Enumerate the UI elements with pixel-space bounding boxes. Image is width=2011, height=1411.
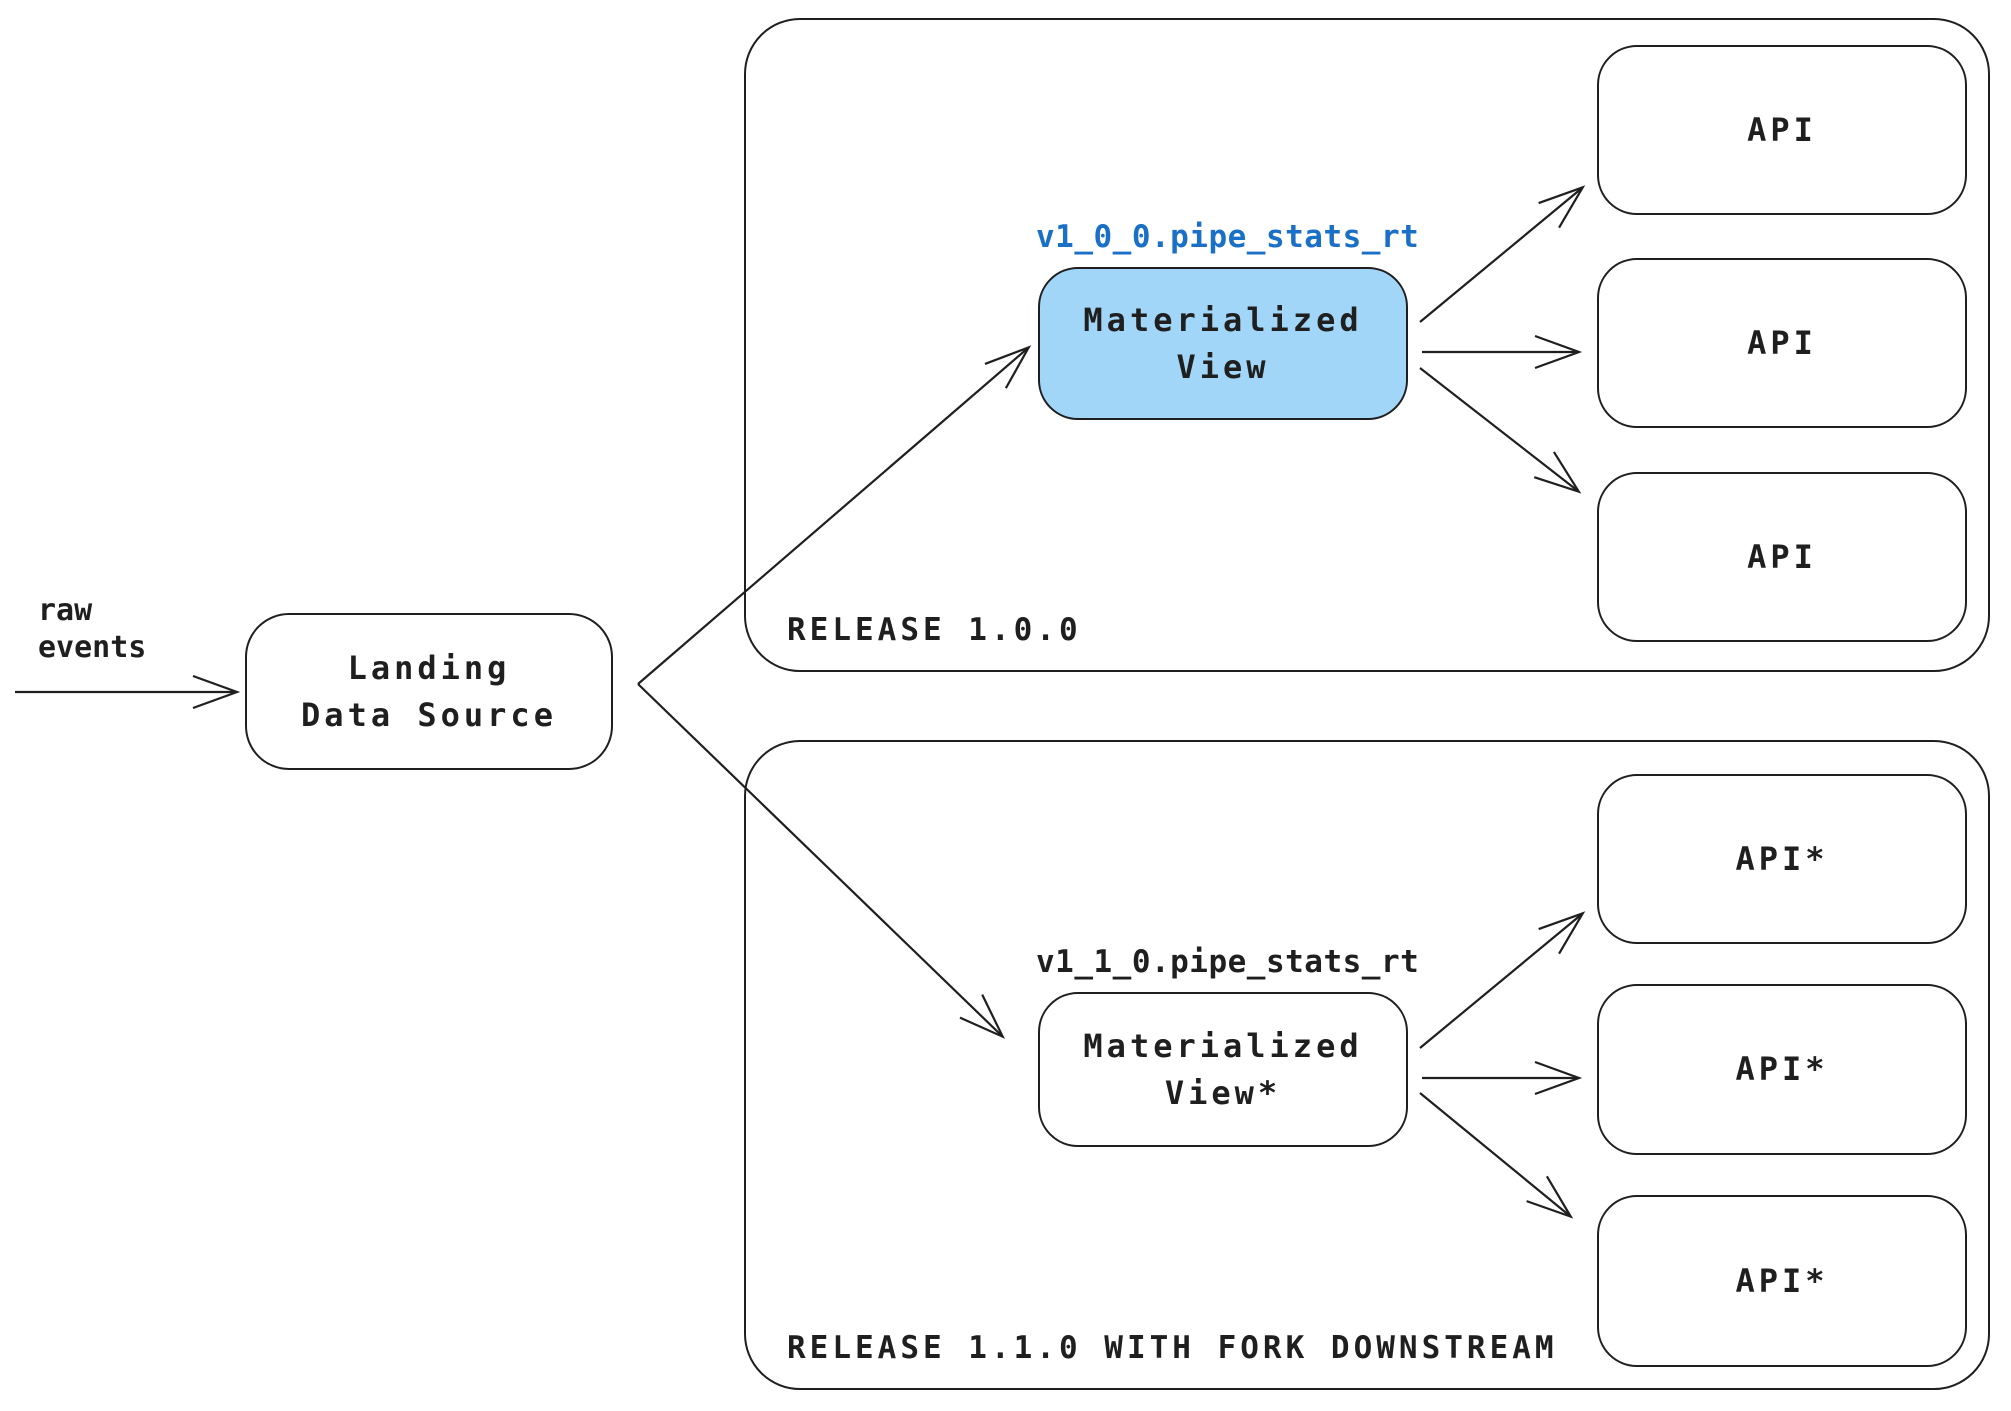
materialized-view-node-v1-1-0: Materialized View*: [1038, 992, 1408, 1147]
api-node-1-release-1: API: [1597, 45, 1967, 215]
api-label: API: [1747, 323, 1817, 362]
api-label: API: [1747, 110, 1817, 149]
arrow-view1-to-api-1: [1419, 185, 1586, 323]
landing-data-source-label: Landing Data Source: [301, 648, 557, 734]
release-1-1-0-title: RELEASE 1.1.0 WITH FORK DOWNSTREAM: [787, 1330, 1558, 1366]
arrow-view2-to-api-3: [1419, 1092, 1574, 1219]
api-node-3-release-2: API*: [1597, 1195, 1967, 1367]
release-1-0-0-container: RELEASE 1.0.0: [744, 18, 1990, 672]
api-node-3-release-1: API: [1597, 472, 1967, 642]
api-label: API: [1747, 537, 1817, 576]
view-schema-label-v1-0-0: v1_0_0.pipe_stats_rt: [1036, 219, 1420, 255]
release-1-0-0-title: RELEASE 1.0.0: [787, 612, 1082, 648]
api-node-2-release-1: API: [1597, 258, 1967, 428]
api-label: API*: [1735, 1050, 1829, 1088]
api-label: API*: [1735, 1261, 1829, 1300]
api-node-1-release-2: API*: [1597, 774, 1967, 944]
api-label: API*: [1735, 839, 1829, 878]
arrow-view2-to-api-1: [1419, 911, 1586, 1049]
api-node-2-release-2: API*: [1597, 984, 1967, 1155]
arrow-landing-to-view-v1-0-0: [637, 345, 1032, 685]
arrow-landing-to-view-v1-1-0: [637, 683, 1006, 1039]
landing-data-source-node: Landing Data Source: [245, 613, 613, 770]
materialized-view-label-v1-1-0: Materialized View*: [1083, 1026, 1363, 1112]
raw-events-annotation: raw events: [38, 593, 147, 665]
materialized-view-label-v1-0-0: Materialized View: [1083, 300, 1363, 386]
view-schema-label-v1-1-0: v1_1_0.pipe_stats_rt: [1036, 944, 1420, 980]
arrow-view1-to-api-3: [1419, 367, 1582, 494]
materialized-view-node-v1-0-0: Materialized View: [1038, 267, 1408, 420]
release-1-1-0-container: RELEASE 1.1.0 WITH FORK DOWNSTREAM: [744, 740, 1990, 1390]
